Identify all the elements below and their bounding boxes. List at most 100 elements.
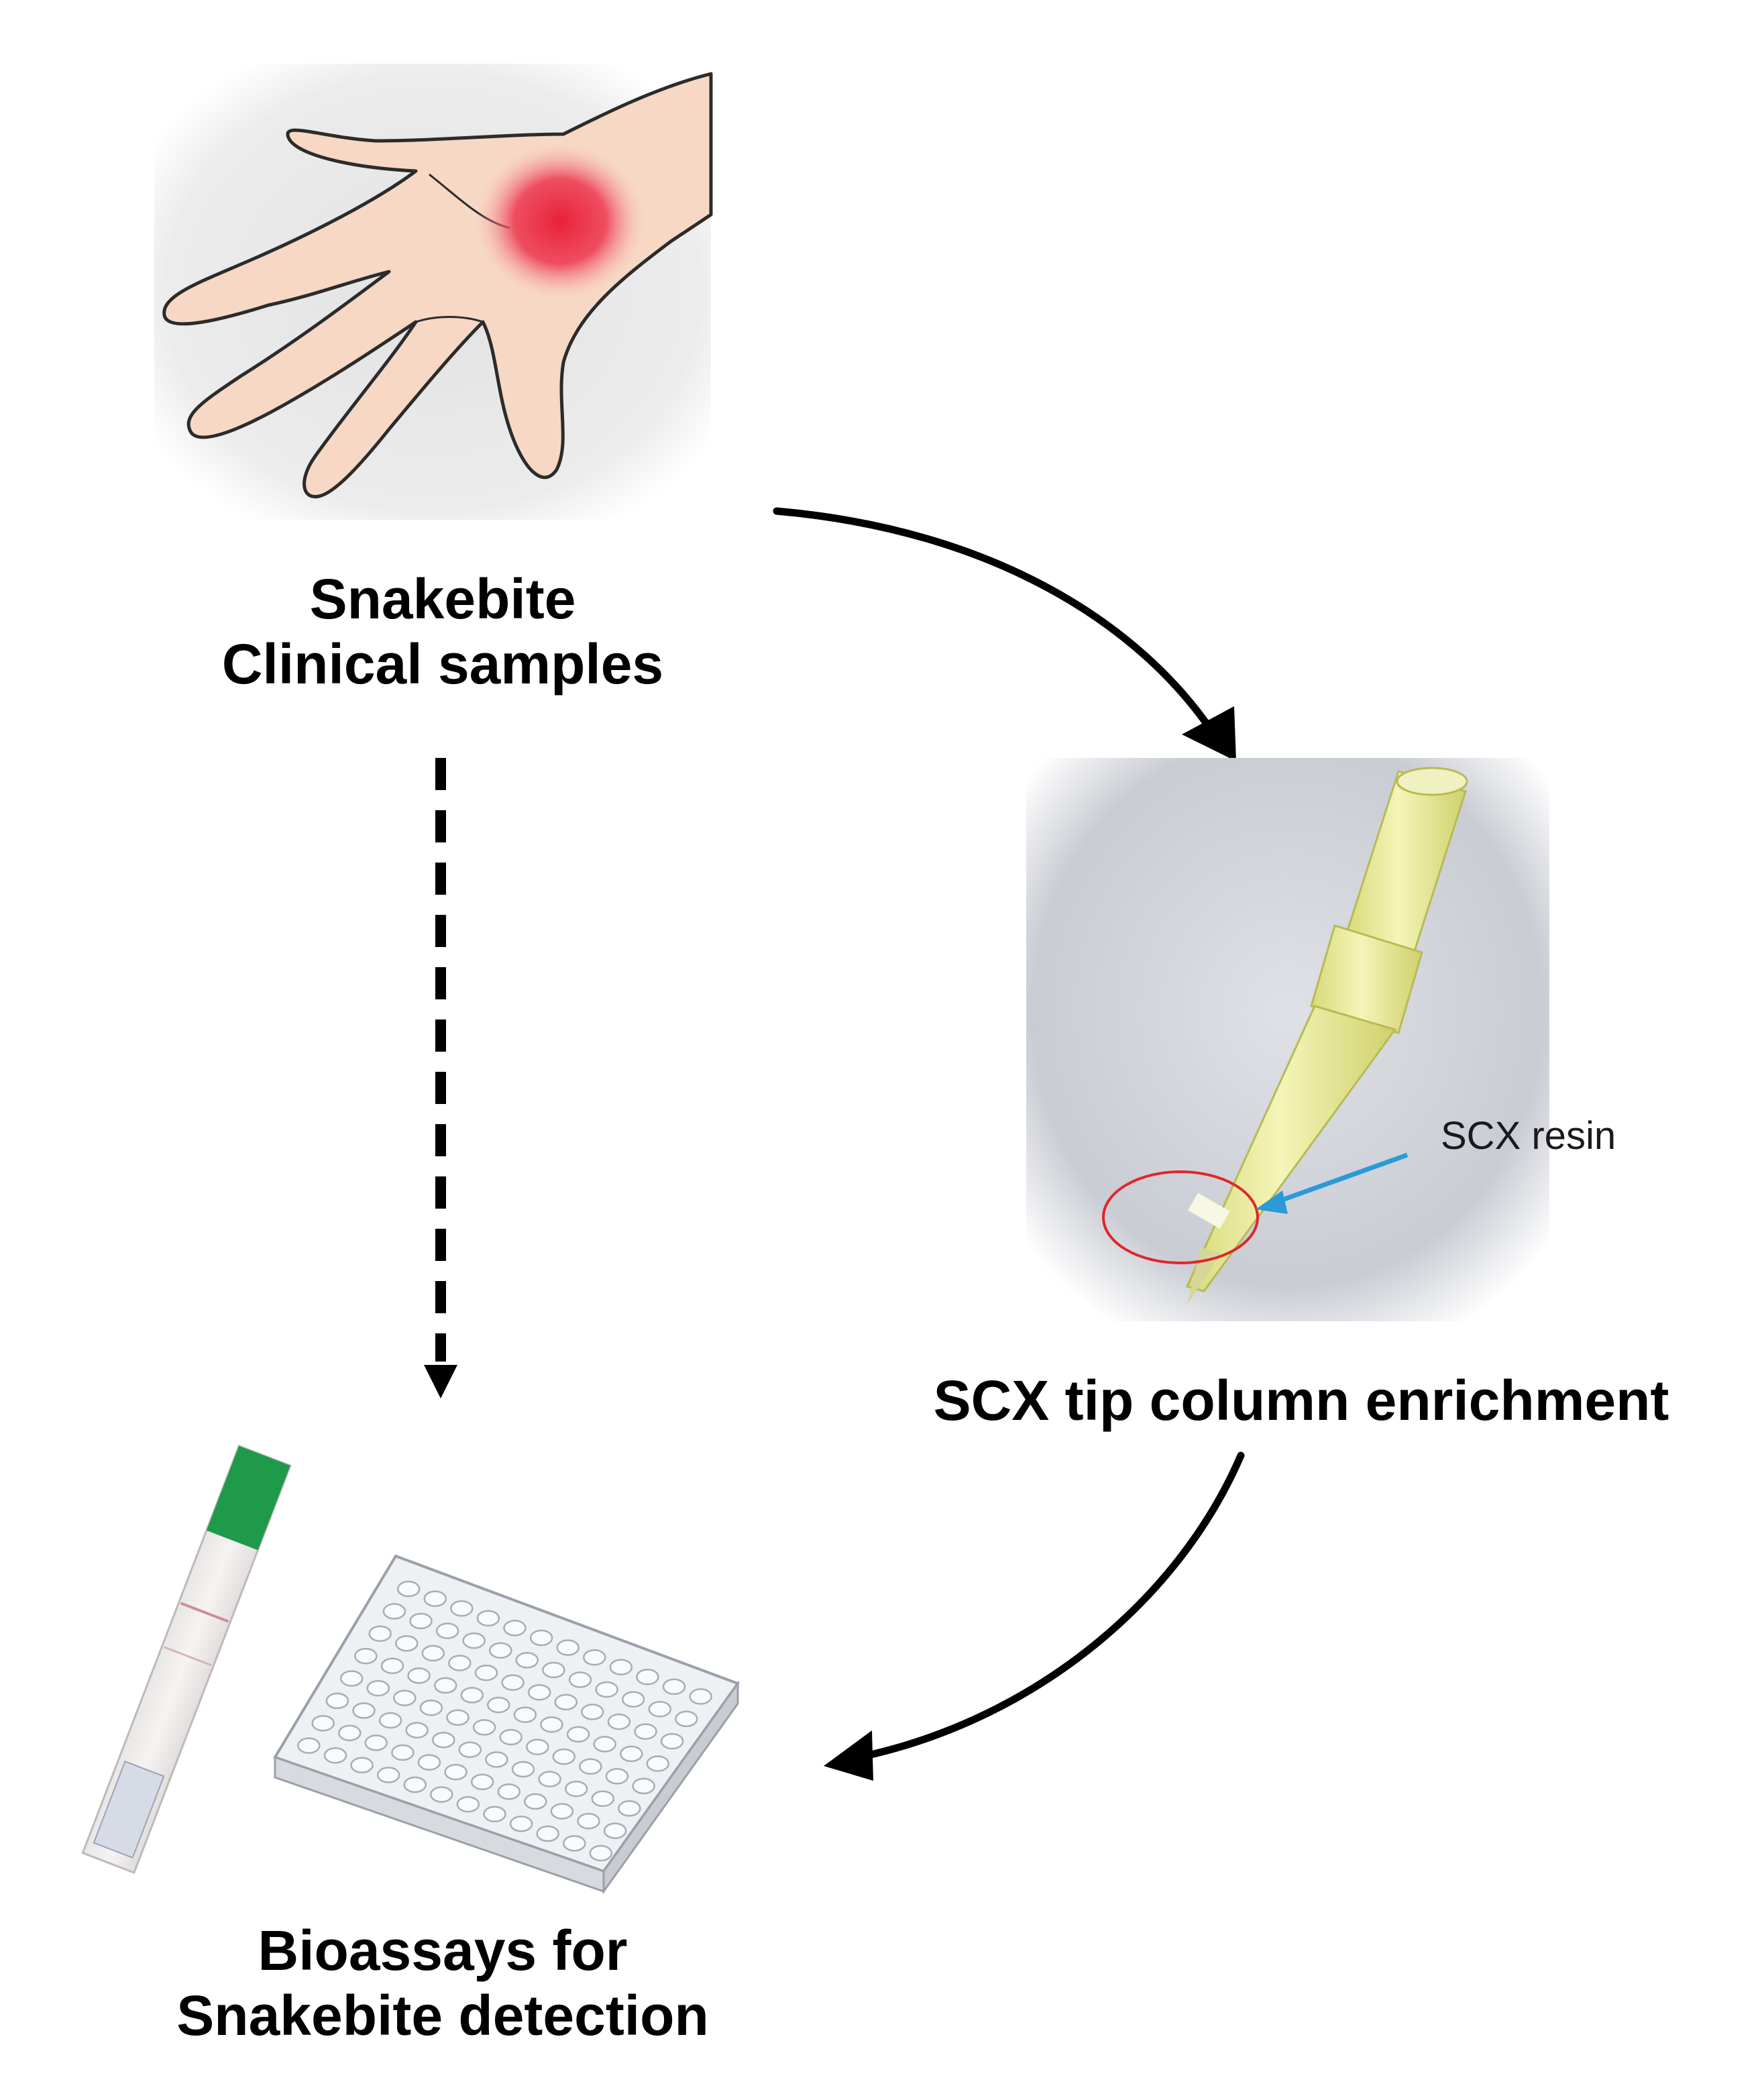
resin-pointer-arrow	[1270, 1152, 1409, 1207]
plate-well	[297, 1737, 321, 1754]
plate-well	[460, 1687, 484, 1704]
samples-label-line1: Snakebite	[309, 567, 576, 630]
plate-well	[380, 1657, 404, 1674]
plate-well	[338, 1724, 362, 1742]
plate-well	[536, 1825, 559, 1842]
plate-well	[366, 1679, 390, 1697]
plate-well	[378, 1712, 402, 1729]
enrichment-label-line1: SCX tip column enrichment	[933, 1369, 1669, 1432]
plate-well	[556, 1639, 580, 1656]
plate-well	[325, 1692, 349, 1710]
plate-well	[391, 1744, 415, 1761]
bite-mark	[476, 144, 644, 298]
plate-well	[446, 1709, 470, 1726]
plate-well	[648, 1700, 672, 1718]
arrow-to-enrichment	[773, 507, 1218, 738]
plate-well	[529, 1629, 553, 1647]
plate-well	[489, 1642, 512, 1659]
dashed-arrow-head	[424, 1365, 457, 1398]
resin-pointer-arrow-head	[1256, 1191, 1288, 1214]
plate-well	[675, 1710, 698, 1728]
plate-well	[591, 1790, 615, 1807]
plate-well	[515, 1652, 539, 1669]
plate-well	[579, 1758, 602, 1775]
plate-well	[311, 1714, 335, 1732]
plate-well	[368, 1625, 392, 1642]
plate-well	[540, 1716, 563, 1733]
plate-well	[421, 1645, 445, 1662]
plate-well	[458, 1741, 482, 1759]
plate-well	[470, 1773, 494, 1790]
plate-well	[352, 1702, 376, 1719]
plate-well	[605, 1768, 629, 1785]
samples-label-line2: Clinical samples	[221, 632, 664, 696]
plate-well	[423, 1590, 447, 1607]
resin-annotation: SCX resin	[1441, 1114, 1616, 1158]
plate-well	[609, 1659, 633, 1675]
plate-well	[564, 1780, 588, 1798]
plate-well	[524, 1793, 547, 1810]
arrow-to-enrichment-head	[1182, 706, 1236, 761]
plate-well	[432, 1731, 455, 1749]
enrichment-label: SCX tip column enrichment	[859, 1368, 1744, 1433]
plate-well	[501, 1674, 525, 1691]
bioassay-label-line1: Bioassays for	[258, 1919, 628, 1982]
plate-well	[403, 1776, 427, 1793]
hand-with-bite-icon	[154, 64, 713, 520]
plate-well	[364, 1734, 388, 1751]
plate-well	[472, 1719, 496, 1736]
plate-well	[566, 1726, 590, 1743]
plate-well	[483, 1806, 506, 1822]
plate-well	[393, 1690, 417, 1706]
plate-well	[538, 1771, 561, 1787]
plate-well	[323, 1747, 347, 1764]
plate-well	[634, 1723, 657, 1740]
well-plate-icon	[273, 1554, 740, 1895]
plate-well	[568, 1671, 592, 1688]
plate-well	[474, 1664, 498, 1681]
plate-well	[636, 1668, 659, 1685]
plate-well	[417, 1754, 441, 1771]
plate-well	[513, 1706, 537, 1723]
plate-well	[444, 1763, 468, 1781]
plate-well	[497, 1783, 521, 1800]
plate-well	[419, 1699, 443, 1716]
plate-well	[581, 1704, 604, 1720]
plate-well	[354, 1647, 378, 1665]
plate-well	[595, 1681, 618, 1698]
plate-well	[395, 1635, 419, 1652]
plate-well	[550, 1803, 574, 1820]
plate-well	[577, 1812, 600, 1830]
plate-well	[509, 1816, 533, 1832]
pipette-tip-column-icon	[1026, 758, 1549, 1321]
plate-well	[499, 1728, 522, 1746]
samples-label: Snakebite Clinical samples	[114, 567, 771, 698]
plate-well	[511, 1761, 535, 1778]
plate-well	[607, 1713, 631, 1730]
plate-well	[433, 1677, 457, 1694]
plate-well	[689, 1688, 712, 1705]
plate-well	[660, 1732, 684, 1750]
plate-well	[409, 1612, 433, 1630]
plate-well	[448, 1655, 472, 1671]
arrow-to-bioassay-head	[824, 1730, 873, 1781]
plate-well	[339, 1670, 364, 1687]
plate-well	[593, 1736, 616, 1753]
plate-well	[563, 1835, 586, 1852]
plate-well	[620, 1745, 643, 1763]
plate-well	[621, 1691, 645, 1708]
arrow-to-bioassay	[861, 1451, 1245, 1760]
plate-well	[526, 1738, 549, 1755]
plate-well	[462, 1632, 486, 1649]
plate-well	[583, 1649, 606, 1666]
plate-well	[542, 1661, 565, 1679]
plate-well	[632, 1777, 655, 1795]
plate-well	[476, 1610, 500, 1626]
test-strip-icon	[81, 1444, 292, 1874]
strip-cap	[206, 1445, 290, 1551]
plate-well	[503, 1620, 527, 1637]
plate-well	[603, 1822, 627, 1839]
bioassay-label: Bioassays for Snakebite detection	[107, 1918, 778, 2049]
plate-well	[646, 1755, 670, 1772]
plate-well	[435, 1622, 459, 1639]
